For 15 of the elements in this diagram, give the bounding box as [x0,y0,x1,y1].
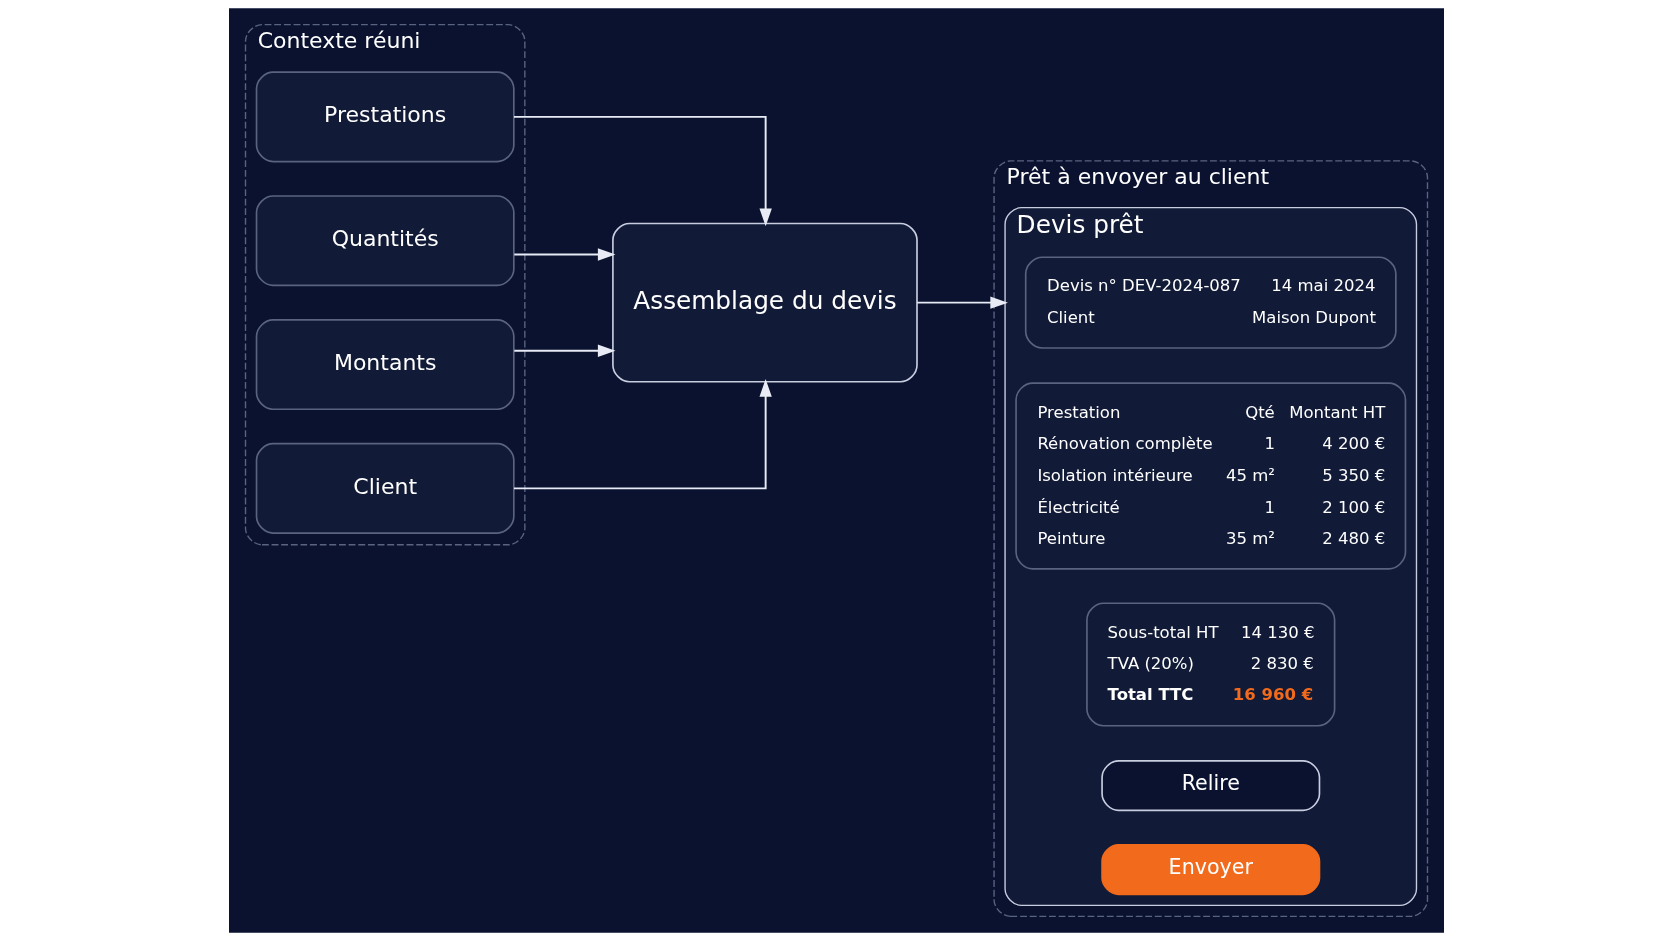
arrow [915,296,1008,309]
node-box: Montants [255,319,515,411]
node-box: Relire [1100,760,1320,812]
arrow [512,115,772,227]
node-box: Sous-total HT 14 130 € TVA (20%) 2 830 € Total TTC 16 960 € [1085,602,1335,727]
node-box: Envoyer [1100,843,1320,896]
node-box: Quantités [255,195,515,287]
node-box: Devis n° DEV-2024-087 14 mai 2024 Client Maison Dupont [1024,256,1397,349]
arrow [512,248,615,261]
arrow [512,379,772,490]
node-box: Client [255,442,515,534]
node-box: Prestation Qté Montant HT Rénovation complète 1 4 200 € Isolation intérieure 45 m² 5 350 € Électricité 1 2 100 € Peinture 35 m² 2 480 € [1014,382,1406,570]
node-box: Prestations [255,71,515,163]
arrow [512,344,616,357]
node-box: Assemblage du devis [611,222,918,383]
